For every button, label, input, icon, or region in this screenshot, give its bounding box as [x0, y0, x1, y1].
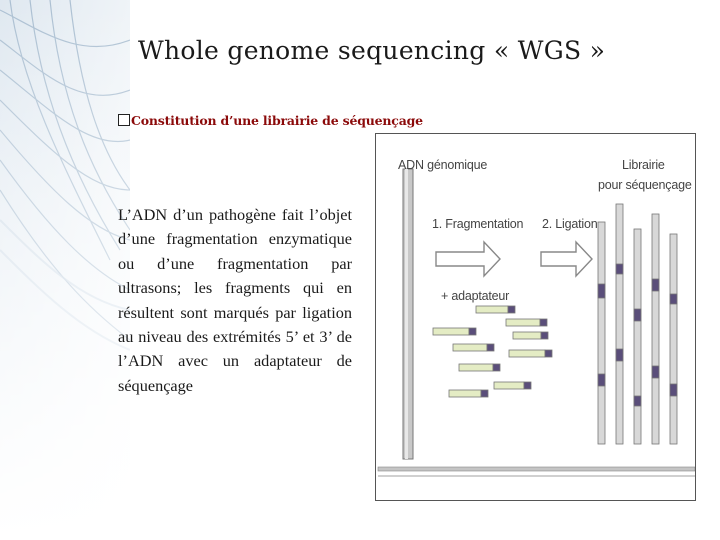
- bottom-line-2: [378, 475, 695, 477]
- ligation-arrow-icon: [540, 240, 593, 278]
- body-paragraph: L’ADN d’un pathogène fait l’objet d’une …: [118, 205, 352, 395]
- decorative-wave-graphic: [0, 0, 130, 540]
- library-preparation-figure: ADN génomique Librairie pour séquençage …: [375, 133, 696, 501]
- label-step-ligation: 2. Ligation: [542, 217, 598, 231]
- section-heading: Constitution d’une librairie de séquença…: [118, 110, 423, 130]
- section-heading-text: Constitution d’une librairie de séquença…: [131, 112, 423, 128]
- label-adapter: + adaptateur: [441, 289, 510, 303]
- figure-drawing: [377, 168, 695, 477]
- library-bars: [597, 203, 678, 445]
- label-genomic-dna: ADN génomique: [398, 158, 488, 172]
- dna-fragments: [432, 305, 553, 398]
- checkbox-bullet-icon: [118, 114, 130, 126]
- label-library-line2: pour séquençage: [598, 178, 692, 192]
- label-step-fragmentation: 1. Fragmentation: [432, 217, 524, 231]
- label-library-line1: Librairie: [622, 158, 665, 172]
- bottom-line-1: [377, 466, 695, 472]
- fragmentation-arrow-icon: [435, 240, 501, 278]
- slide-title: Whole genome sequencing « WGS »: [138, 36, 606, 65]
